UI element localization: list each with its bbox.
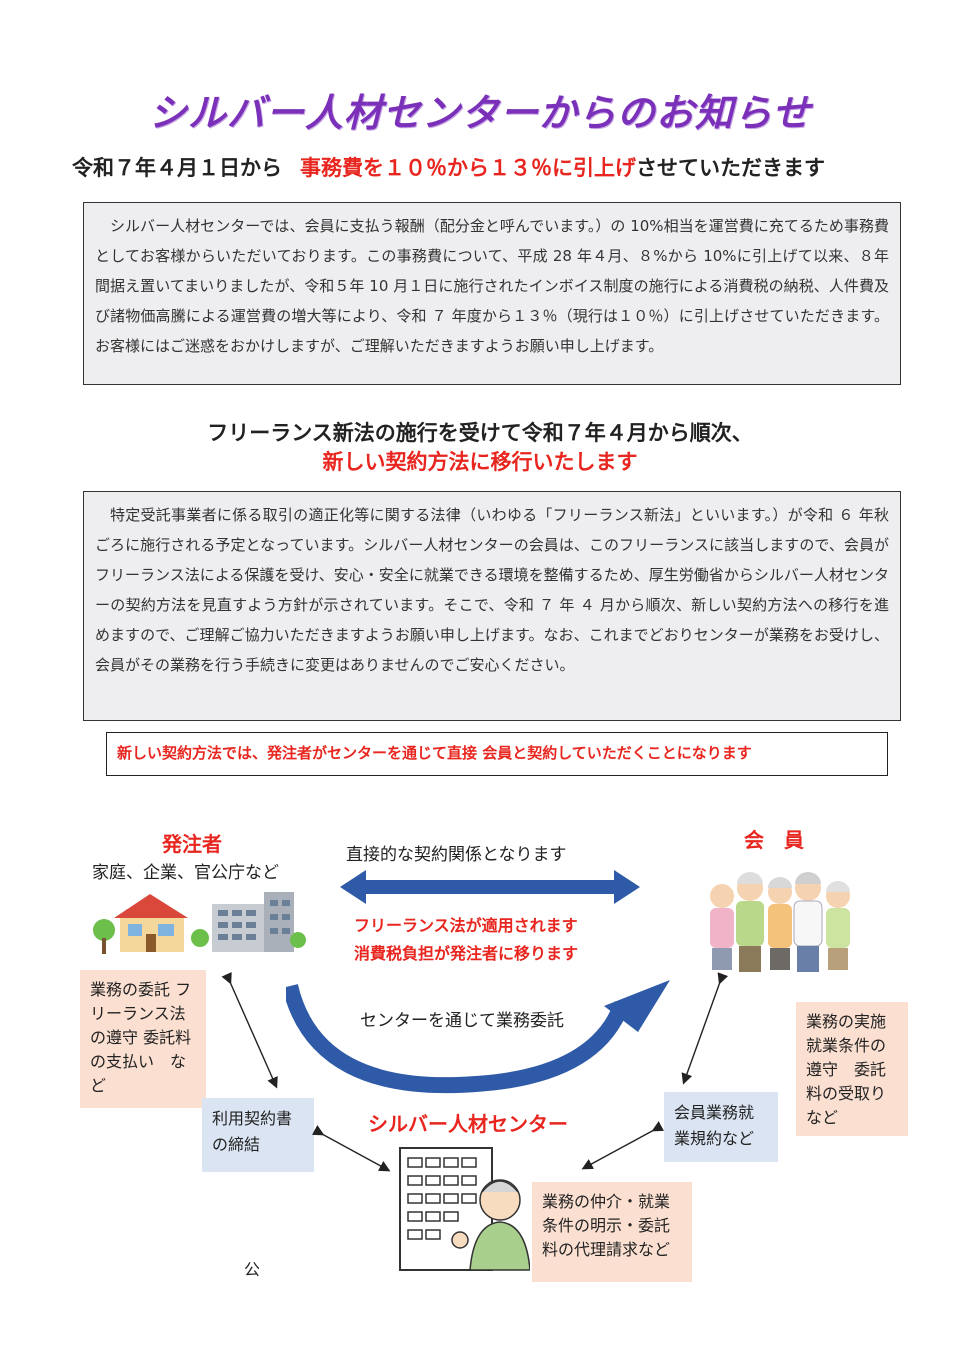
member-rules-box: 会員業務就業規約など xyxy=(664,1092,778,1162)
client-label: 発注者 xyxy=(162,832,222,856)
fee-notice-text: シルバー人材センターでは、会員に支払う報酬（配分金と呼んでいます。）の 10%相… xyxy=(95,217,889,355)
freelance-law-text: フリーランス法が適用されます xyxy=(354,916,578,935)
house-and-office-icon xyxy=(92,892,307,958)
fee-heading-highlight: 事務費を１０％から１３％に引上げ xyxy=(300,156,636,180)
client-duties-box: 業務の委託 フリーランス法の遵守 委託料の支払い など xyxy=(80,970,206,1108)
tax-burden-text: 消費税負担が発注者に移ります xyxy=(354,944,579,963)
center-duties-box: 業務の仲介・就業条件の明示・委託料の代理請求など xyxy=(532,1182,692,1282)
fee-notice-box: シルバー人材センターでは、会員に支払う報酬（配分金と呼んでいます。）の 10%相… xyxy=(83,202,901,385)
fee-heading-tail: させていただきます xyxy=(636,156,825,180)
freelance-notice-box: 特定受託事業者に係る取引の適正化等に関する法律（いわゆる「フリーランス新法」とい… xyxy=(83,491,901,721)
freelance-notice-text: 特定受託事業者に係る取引の適正化等に関する法律（いわゆる「フリーランス新法」とい… xyxy=(95,506,889,674)
member-duties-box: 業務の実施 就業条件の遵守 委託料の受取り など xyxy=(796,1002,908,1136)
direct-contract-text: 直接的な契約関係となります xyxy=(346,845,567,865)
page-title: シルバー人材センターからのお知らせ xyxy=(148,91,812,135)
members-group-icon xyxy=(710,872,850,972)
fee-heading-lead: 令和７年４月１日から xyxy=(72,156,282,180)
freelance-heading-line2: 新しい契約方法に移行いたします xyxy=(322,450,638,474)
center-building-icon xyxy=(399,1147,530,1271)
double-arrow-icon xyxy=(340,870,640,904)
usage-contract-box: 利用契約書の締結 xyxy=(202,1098,314,1172)
new-contract-callout: 新しい契約方法では、発注者がセンターを通じて直接 会員と契約していただくことにな… xyxy=(106,732,888,776)
fee-heading: 令和７年４月１日から事務費を１０％から１３％に引上げさせていただきます xyxy=(72,152,825,182)
via-center-text: センターを通じて業務委託 xyxy=(360,1011,564,1031)
footer-mark: 公 xyxy=(244,1260,261,1279)
via-center-curved-arrow-icon xyxy=(286,980,670,1094)
member-label: 会 員 xyxy=(744,828,804,852)
client-subtitle: 家庭、企業、官公庁など xyxy=(92,863,279,883)
freelance-heading-line1: フリーランス新法の施行を受けて令和７年４月から順次、 xyxy=(207,421,753,445)
center-label: シルバー人材センター xyxy=(368,1112,568,1136)
